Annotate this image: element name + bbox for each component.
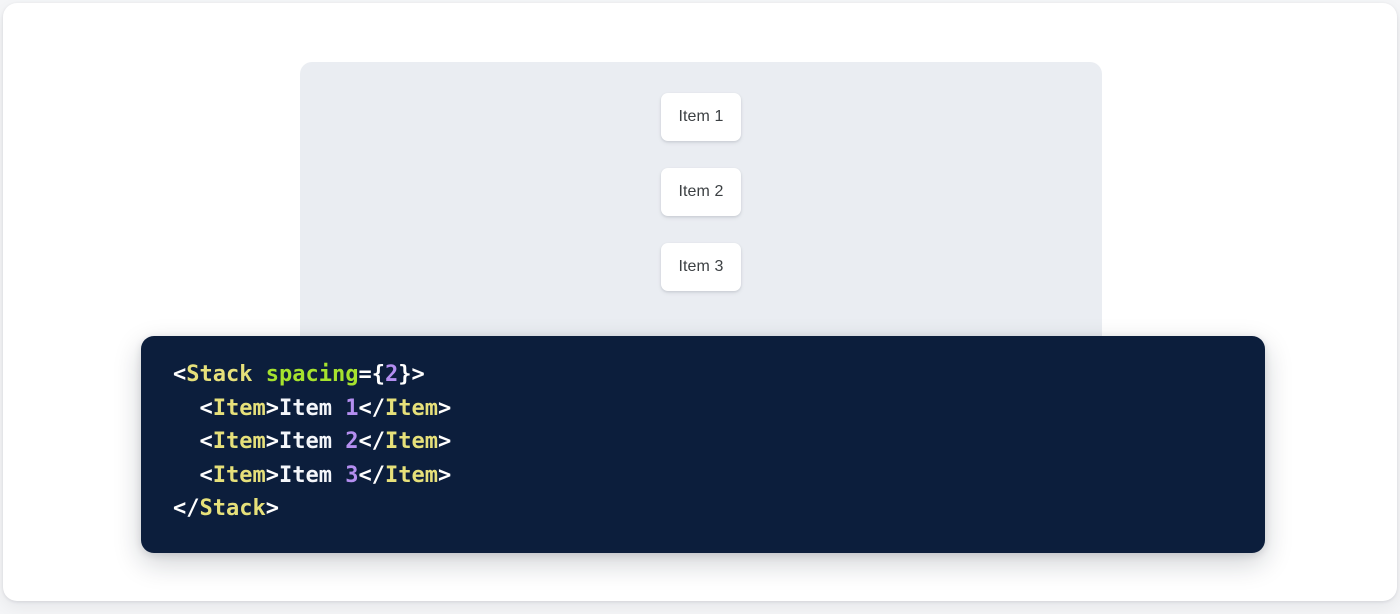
code-token-punct: > (437, 429, 452, 455)
code-token-text: Item (278, 395, 346, 421)
code-line: <Item>Item 2</Item> (173, 425, 1233, 459)
code-token-tag: Item (212, 462, 266, 488)
code-token-punct: > (265, 496, 279, 522)
code-token-punct: > (265, 429, 279, 455)
code-token-tag: Item (384, 429, 438, 455)
code-token-tag: Stack (199, 496, 266, 522)
code-token-num: 1 (345, 395, 359, 421)
code-token-tag: Item (384, 395, 438, 421)
code-token-tag: Item (384, 462, 438, 488)
code-token-punct: </ (173, 496, 200, 522)
code-line: <Item>Item 3</Item> (173, 459, 1233, 493)
code-token-punct: > (265, 395, 279, 421)
code-token-punct: > (437, 395, 452, 421)
code-line: <Item>Item 1</Item> (173, 392, 1233, 426)
code-token-tag: Item (212, 429, 266, 455)
code-line: </Stack> (173, 492, 1233, 526)
code-token-punct: </ (358, 429, 385, 455)
code-token-num: 2 (384, 362, 399, 387)
code-token-punct: < (173, 429, 213, 455)
stack-item[interactable]: Item 3 (661, 243, 741, 291)
code-token-punct: </ (358, 462, 385, 488)
code-token-punct: < (173, 362, 187, 387)
stack-preview-surface: Item 1 Item 2 Item 3 (300, 62, 1102, 362)
stack-item[interactable]: Item 1 (661, 93, 741, 141)
code-snippet-panel: <Stack spacing={2}> <Item>Item 1</Item> … (141, 336, 1265, 553)
code-token-punct: < (173, 395, 213, 421)
stack-item-label: Item 2 (678, 183, 724, 200)
stack-item-label: Item 3 (678, 258, 724, 275)
code-token-punct: < (173, 462, 213, 488)
code-token-num: 2 (345, 429, 359, 455)
code-token-punct: </ (358, 395, 385, 421)
code-token-punct: }> (398, 362, 425, 387)
code-token-attr: spacing (265, 362, 359, 387)
code-token-punct: ={ (358, 362, 385, 387)
stack-container: Item 1 Item 2 Item 3 (300, 62, 1102, 291)
code-token-punct (252, 362, 265, 387)
code-token-punct: > (437, 462, 452, 488)
code-token-num: 3 (345, 462, 359, 488)
stack-item[interactable]: Item 2 (661, 168, 741, 216)
code-token-punct: > (265, 462, 279, 488)
code-token-text: Item (278, 462, 346, 488)
code-block: <Stack spacing={2}> <Item>Item 1</Item> … (173, 358, 1233, 526)
code-token-text: Item (278, 429, 346, 455)
code-line: <Stack spacing={2}> (173, 358, 1233, 392)
stack-item-label: Item 1 (678, 108, 724, 125)
code-token-tag: Item (212, 395, 266, 421)
code-token-tag: Stack (186, 362, 253, 387)
